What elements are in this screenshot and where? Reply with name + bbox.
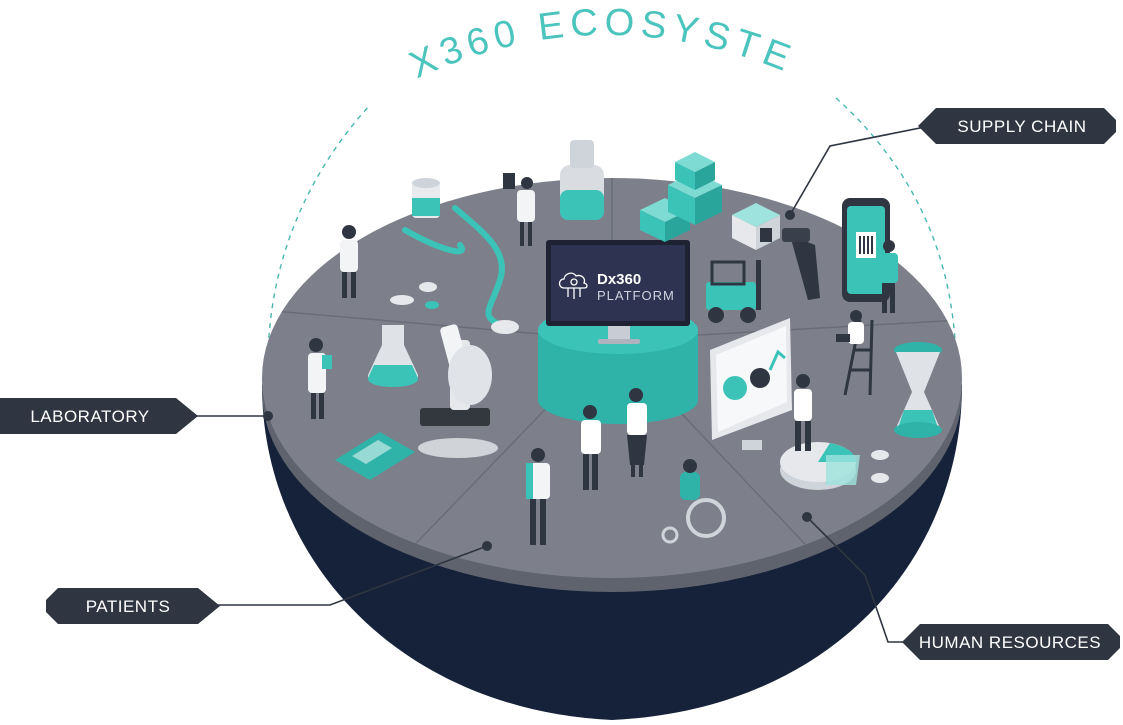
central-pedestal bbox=[538, 306, 698, 424]
connector-supply-chain bbox=[789, 125, 931, 216]
connector-human-resources bbox=[806, 516, 905, 643]
scientist-figure bbox=[308, 338, 332, 419]
ecosystem-title: DX360 ECOSYSTEM bbox=[0, 0, 801, 87]
human-resources-text: HUMAN RESOURCES bbox=[919, 633, 1101, 652]
laboratory-text: LABORATORY bbox=[30, 407, 149, 426]
notebook bbox=[335, 432, 415, 480]
warehouse-worker-figure bbox=[880, 240, 898, 313]
coins bbox=[871, 450, 889, 483]
laboratory-label: LABORATORY bbox=[0, 398, 198, 434]
connector-dot bbox=[482, 541, 492, 551]
medicine-bottle bbox=[560, 140, 604, 220]
phone-barcode bbox=[842, 198, 890, 302]
patient-figure bbox=[526, 448, 550, 545]
stethoscope-chestpiece bbox=[491, 320, 519, 334]
human-resources-label: HUMAN RESOURCES bbox=[902, 624, 1120, 660]
connector-dot bbox=[802, 512, 812, 522]
connector-dot bbox=[785, 210, 795, 220]
presenter-figure bbox=[794, 374, 812, 451]
forklift bbox=[706, 260, 761, 323]
laptop-worker-figure bbox=[836, 310, 864, 344]
pie-chart-model bbox=[780, 442, 860, 490]
microscope bbox=[418, 324, 498, 458]
dome-dashed-left bbox=[267, 104, 371, 359]
pallet-package bbox=[732, 203, 780, 250]
platform-title: Dx360 bbox=[597, 271, 641, 288]
pill-jar bbox=[412, 178, 440, 218]
cloud-gear-icon bbox=[558, 272, 588, 299]
flask bbox=[367, 325, 419, 387]
pills bbox=[390, 282, 439, 309]
connector-dot bbox=[263, 411, 273, 421]
doctor-xray-figure bbox=[503, 173, 535, 246]
wheelchair bbox=[661, 459, 726, 544]
platform-monitor: Dx360 PLATFORM bbox=[546, 240, 690, 344]
hourglass bbox=[894, 342, 942, 438]
handshake-figures bbox=[581, 388, 647, 490]
connector-patients bbox=[215, 545, 488, 606]
stethoscope bbox=[402, 205, 505, 328]
patients-label: PATIENTS bbox=[46, 588, 220, 624]
supply-chain-label: SUPPLY CHAIN bbox=[918, 108, 1116, 144]
boxes bbox=[640, 152, 722, 242]
supply-chain-text: SUPPLY CHAIN bbox=[957, 117, 1086, 136]
barcode-scanner bbox=[782, 228, 820, 300]
doctor-figure bbox=[340, 225, 358, 298]
analytics-monitor bbox=[710, 318, 792, 450]
platform-subtitle: PLATFORM bbox=[597, 288, 675, 303]
patients-text: PATIENTS bbox=[86, 597, 171, 616]
